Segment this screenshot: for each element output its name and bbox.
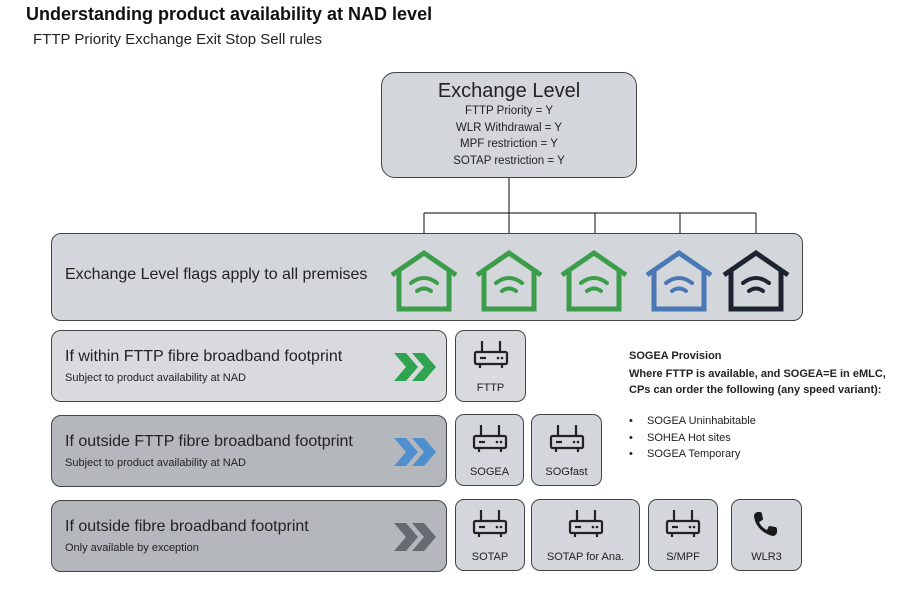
chevron-icon bbox=[394, 353, 436, 381]
product-label: S/MPF bbox=[666, 551, 700, 563]
row-subtitle: Subject to product availability at NAD bbox=[65, 372, 246, 384]
page-title: Understanding product availability at NA… bbox=[26, 4, 433, 24]
router-icon bbox=[472, 423, 508, 455]
house-wifi-icon bbox=[390, 249, 458, 312]
row-subtitle: Only available by exception bbox=[65, 542, 199, 554]
router-icon bbox=[665, 508, 701, 540]
house-wifi-icon bbox=[645, 249, 713, 312]
product-label: FTTP bbox=[476, 382, 505, 394]
router-icon bbox=[473, 339, 509, 371]
exchange-level-box: Exchange Level FTTP Priority = Y WLR Wit… bbox=[381, 72, 637, 178]
router-icon bbox=[472, 508, 508, 540]
exchange-flag: SOTAP restriction = Y bbox=[453, 154, 565, 167]
note-title: SOGEA Provision bbox=[629, 350, 722, 362]
product-label: SOTAP bbox=[471, 551, 509, 563]
chevron-icon bbox=[394, 523, 436, 551]
note-line: Where FTTP is available, and SOGEA=E in … bbox=[629, 368, 886, 380]
product-tile-wlr3: WLR3 bbox=[731, 499, 802, 571]
premises-panel-label: Exchange Level flags apply to all premis… bbox=[65, 266, 368, 283]
exchange-level-heading: Exchange Level bbox=[437, 80, 581, 102]
product-tile-sotap: SOTAP bbox=[455, 499, 525, 571]
product-label: SOTAP for Ana. bbox=[546, 551, 625, 563]
exchange-flag: WLR Withdrawal = Y bbox=[455, 121, 563, 134]
product-tile-smpf: S/MPF bbox=[648, 499, 718, 571]
note-list-item: SOHEA Hot sites bbox=[629, 430, 756, 447]
product-label: WLR3 bbox=[751, 551, 782, 563]
note-body: Where FTTP is available, and SOGEA=E in … bbox=[629, 366, 886, 398]
note-list-item: SOGEA Temporary bbox=[629, 446, 756, 463]
row-fttp-footprint: If within FTTP fibre broadband footprint… bbox=[51, 330, 447, 402]
note-list-item: SOGEA Uninhabitable bbox=[629, 413, 756, 430]
row-title: If within FTTP fibre broadband footprint bbox=[65, 348, 343, 365]
page-subtitle: FTTP Priority Exchange Exit Stop Sell ru… bbox=[33, 31, 322, 48]
product-label: SOGEA bbox=[469, 466, 510, 478]
row-outside-fibre-footprint: If outside fibre broadband footprint Onl… bbox=[51, 500, 447, 572]
product-tile-sotap-for-ana: SOTAP for Ana. bbox=[531, 499, 640, 571]
phone-icon bbox=[753, 512, 777, 536]
row-title: If outside fibre broadband footprint bbox=[65, 518, 309, 535]
house-icons bbox=[390, 249, 790, 312]
product-tile-sogea: SOGEA bbox=[455, 414, 524, 486]
house-wifi-icon bbox=[475, 249, 543, 312]
house-wifi-icon bbox=[560, 249, 628, 312]
product-label: SOGfast bbox=[545, 466, 588, 478]
note-line: CPs can order the following (any speed v… bbox=[629, 384, 882, 396]
router-icon bbox=[549, 423, 585, 455]
product-tile-sogfast: SOGfast bbox=[531, 414, 602, 486]
row-outside-fttp-footprint: If outside FTTP fibre broadband footprin… bbox=[51, 415, 447, 487]
row-title: If outside FTTP fibre broadband footprin… bbox=[65, 433, 353, 450]
exchange-flag: FTTP Priority = Y bbox=[464, 105, 554, 117]
router-icon bbox=[568, 508, 604, 540]
house-wifi-icon bbox=[722, 249, 790, 312]
product-tile-fttp: FTTP bbox=[455, 330, 526, 402]
row-subtitle: Subject to product availability at NAD bbox=[65, 457, 246, 469]
note-list: SOGEA Uninhabitable SOHEA Hot sites SOGE… bbox=[629, 413, 756, 463]
exchange-flag: MPF restriction = Y bbox=[460, 138, 558, 150]
chevron-icon bbox=[394, 438, 436, 466]
